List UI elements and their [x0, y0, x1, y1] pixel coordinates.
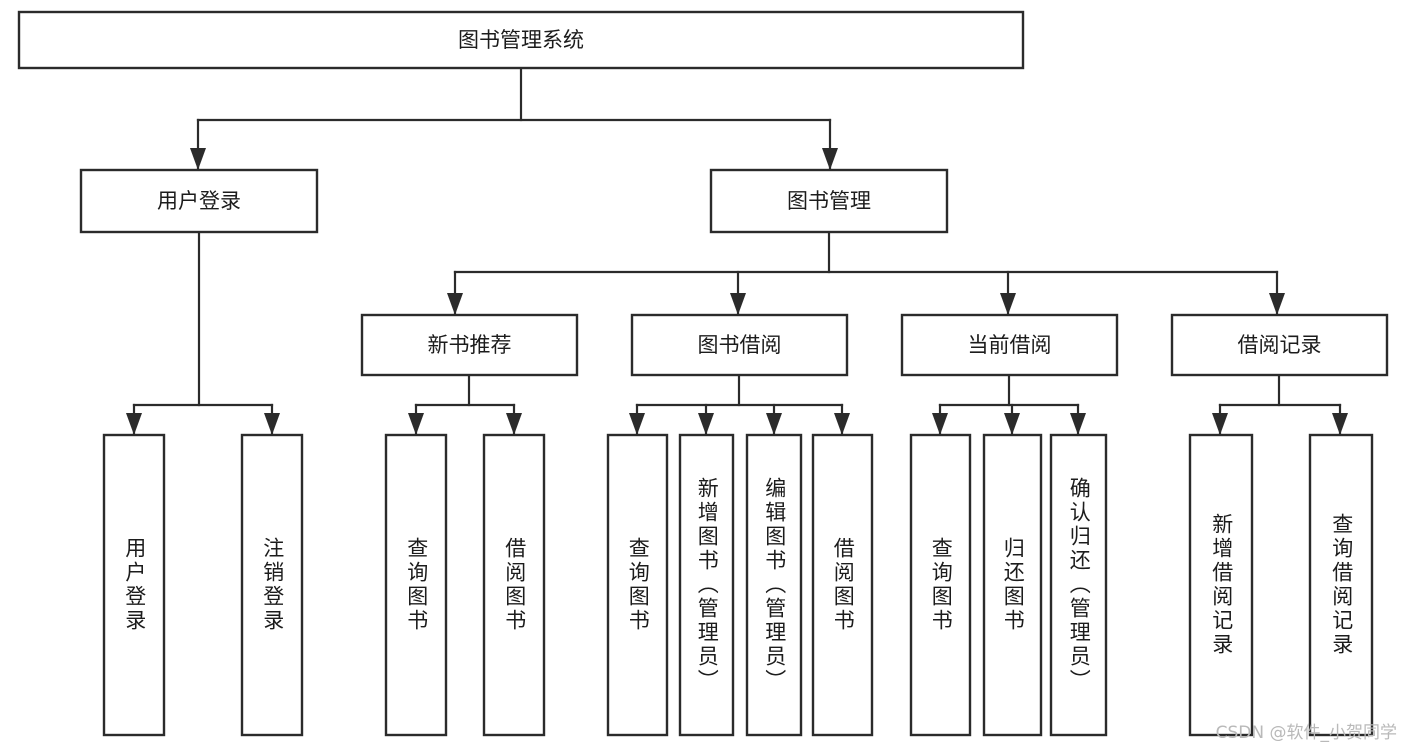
- node-box-current-borrow[interactable]: [900, 313, 1119, 377]
- node-box-leaf-logout-login[interactable]: [240, 433, 304, 737]
- arrow-head-icon: [730, 293, 746, 315]
- node-box-leaf-return-book[interactable]: [982, 433, 1043, 737]
- node-label-leaf-query-book-2: 查询图书: [626, 537, 651, 633]
- node-label-book-borrow: 图书借阅: [698, 333, 782, 357]
- arrow-head-icon: [1070, 413, 1086, 435]
- node-box-root[interactable]: [17, 10, 1025, 70]
- node-label-leaf-confirm-return-admin: 确认归还（管理员）: [1067, 477, 1092, 693]
- node-label-leaf-logout-login: 注销登录: [260, 537, 285, 633]
- arrow-head-icon: [264, 413, 280, 435]
- node-label-book-management: 图书管理: [787, 189, 871, 213]
- node-box-new-book-recommend[interactable]: [360, 313, 579, 377]
- node-boxes-group: [17, 10, 1389, 737]
- node-label-user-login: 用户登录: [157, 189, 241, 213]
- node-box-leaf-confirm-return-admin[interactable]: [1049, 433, 1108, 737]
- node-box-leaf-edit-book-admin[interactable]: [745, 433, 803, 737]
- node-box-leaf-query-book-3[interactable]: [909, 433, 972, 737]
- node-label-leaf-borrow-book-1: 借阅图书: [502, 537, 527, 633]
- node-box-book-borrow[interactable]: [630, 313, 849, 377]
- arrow-head-icon: [1332, 413, 1348, 435]
- connectors-group: [126, 66, 1348, 437]
- node-label-root: 图书管理系统: [458, 28, 584, 52]
- node-label-current-borrow: 当前借阅: [968, 333, 1052, 357]
- node-label-leaf-query-book-3: 查询图书: [929, 537, 954, 633]
- arrow-head-icon: [408, 413, 424, 435]
- node-box-leaf-query-book-2[interactable]: [606, 433, 669, 737]
- node-label-leaf-return-book: 归还图书: [1001, 537, 1026, 633]
- arrow-head-icon: [766, 413, 782, 435]
- arrow-head-icon: [506, 413, 522, 435]
- arrow-head-icon: [1269, 293, 1285, 315]
- node-box-leaf-user-login[interactable]: [102, 433, 166, 737]
- node-box-leaf-add-book-admin[interactable]: [678, 433, 735, 737]
- arrow-head-icon: [1212, 413, 1228, 435]
- node-box-leaf-add-borrow-record[interactable]: [1188, 433, 1254, 737]
- node-label-borrow-record: 借阅记录: [1238, 333, 1322, 357]
- node-label-leaf-query-book-1: 查询图书: [404, 537, 429, 633]
- arrow-head-icon: [1004, 413, 1020, 435]
- arrow-head-icon: [629, 413, 645, 435]
- node-box-borrow-record[interactable]: [1170, 313, 1389, 377]
- node-label-leaf-query-borrow-record: 查询借阅记录: [1329, 513, 1354, 657]
- node-box-leaf-query-borrow-record[interactable]: [1308, 433, 1374, 737]
- arrow-head-icon: [822, 148, 838, 170]
- node-box-leaf-borrow-book-1[interactable]: [482, 433, 546, 737]
- node-label-leaf-add-borrow-record: 新增借阅记录: [1209, 513, 1234, 657]
- node-label-leaf-borrow-book-2: 借阅图书: [831, 537, 856, 633]
- arrow-head-icon: [190, 148, 206, 170]
- csdn-watermark: CSDN @软件_小贺同学: [1215, 723, 1397, 743]
- arrow-head-icon: [126, 413, 142, 435]
- arrow-head-icon: [1000, 293, 1016, 315]
- arrow-head-icon: [698, 413, 714, 435]
- node-label-leaf-user-login: 用户登录: [122, 537, 147, 633]
- node-box-book-management[interactable]: [709, 168, 949, 234]
- node-label-new-book-recommend: 新书推荐: [428, 333, 512, 357]
- node-box-leaf-borrow-book-2[interactable]: [811, 433, 874, 737]
- node-label-leaf-add-book-admin: 新增图书（管理员）: [695, 477, 720, 693]
- arrow-head-icon: [834, 413, 850, 435]
- node-label-leaf-edit-book-admin: 编辑图书（管理员）: [762, 477, 787, 693]
- arrow-head-icon: [932, 413, 948, 435]
- arrow-head-icon: [447, 293, 463, 315]
- node-box-leaf-query-book-1[interactable]: [384, 433, 448, 737]
- node-box-user-login[interactable]: [79, 168, 319, 234]
